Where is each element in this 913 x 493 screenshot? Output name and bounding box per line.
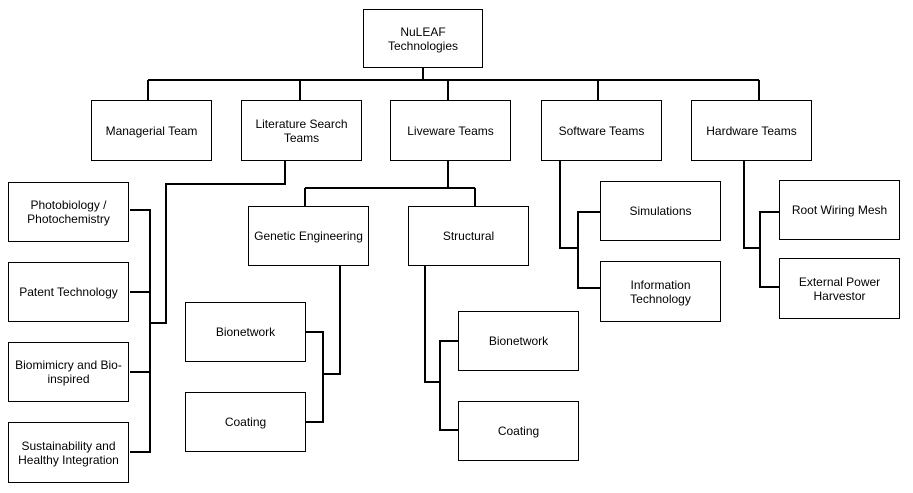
genetic-bionetwork-node: Bionetwork [185, 302, 306, 362]
genetic-coating-label: Coating [224, 415, 267, 429]
structural-label: Structural [442, 229, 495, 243]
managerial-team-node: Managerial Team [91, 100, 212, 161]
literature-item-biomimicry: Biomimicry and Bio- inspired [8, 342, 129, 402]
genetic-coating-node: Coating [185, 392, 306, 452]
literature-item-patent: Patent Technology [8, 262, 129, 322]
hardware-item-external-power: External Power Harvestor [779, 258, 900, 319]
genetic-engineering-node: Genetic Engineering [248, 206, 369, 266]
software-team-node: Software Teams [541, 100, 662, 161]
literature-item-photobiology: Photobiology / Photochemistry [8, 182, 129, 242]
software-item-information-technology: Information Technology [600, 261, 721, 322]
software-team-label: Software Teams [558, 123, 645, 138]
root-label: NuLEAF Technologies [387, 24, 459, 53]
liveware-team-node: Liveware Teams [390, 100, 511, 161]
software-item-label: Simulations [629, 204, 692, 218]
hardware-item-label: External Power Harvestor [798, 274, 881, 303]
literature-item-sustainability: Sustainability and Healthy Integration [8, 422, 129, 483]
structural-bionetwork-node: Bionetwork [458, 311, 579, 371]
structural-bionetwork-label: Bionetwork [488, 334, 549, 348]
literature-item-label: Patent Technology [19, 285, 118, 299]
managerial-team-label: Managerial Team [105, 123, 198, 138]
connector-liveware [304, 161, 476, 206]
literature-item-label: Photobiology / Photochemistry [27, 198, 110, 226]
structural-coating-label: Coating [497, 424, 540, 438]
connector-structural [424, 266, 458, 431]
hardware-team-label: Hardware Teams [706, 123, 797, 138]
connector-software [559, 161, 600, 289]
literature-item-label: Sustainability and Healthy Integration [18, 438, 119, 467]
structural-node: Structural [408, 206, 529, 266]
software-item-label: Information Technology [630, 277, 691, 306]
genetic-bionetwork-label: Bionetwork [215, 325, 276, 339]
connector-genetic [305, 266, 341, 423]
liveware-team-label: Liveware Teams [407, 123, 494, 138]
connector-literature [130, 161, 286, 453]
connector-hardware [743, 161, 779, 288]
software-item-simulations: Simulations [600, 181, 721, 241]
root-node: NuLEAF Technologies [363, 9, 483, 68]
literature-team-node: Literature Search Teams [241, 100, 362, 161]
genetic-engineering-label: Genetic Engineering [254, 229, 363, 243]
hardware-team-node: Hardware Teams [691, 100, 812, 161]
structural-coating-node: Coating [458, 401, 579, 461]
literature-item-label: Biomimicry and Bio- inspired [15, 358, 122, 386]
connector-root-teams [147, 68, 760, 100]
hardware-item-label: Root Wiring Mesh [791, 203, 888, 217]
hardware-item-root-wiring-mesh: Root Wiring Mesh [779, 180, 900, 240]
literature-team-label: Literature Search Teams [255, 116, 348, 145]
